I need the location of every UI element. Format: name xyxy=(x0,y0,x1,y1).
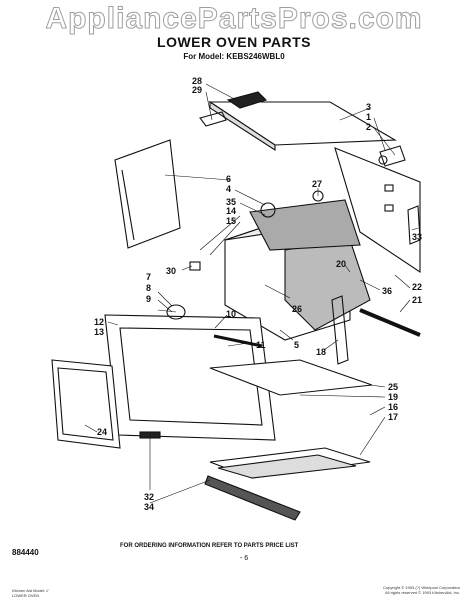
callout-26: 26 xyxy=(292,304,302,314)
model-subtitle: For Model: KEBS246WBL0 xyxy=(183,52,285,61)
copyright-line: Copyright © 1993 (?) Whirlpool Corporati… xyxy=(383,585,460,590)
callout-3: 3 xyxy=(366,102,371,112)
rear-panel xyxy=(334,147,421,274)
document-number: 884440 xyxy=(12,548,39,557)
page-title: LOWER OVEN PARTS xyxy=(157,34,311,50)
model-note-line: LOWER OVEN xyxy=(12,593,40,598)
callout-11: 11 xyxy=(256,340,266,350)
callout-35: 35 xyxy=(226,197,236,207)
callout-15: 15 xyxy=(226,216,236,226)
callout-13: 13 xyxy=(94,327,104,337)
ordering-footer: FOR ORDERING INFORMATION REFER TO PARTS … xyxy=(120,543,299,549)
page-number: - 6 xyxy=(240,555,249,562)
callout-25: 25 xyxy=(388,382,398,392)
callout-4: 4 xyxy=(226,184,231,194)
element-terminal xyxy=(260,202,276,218)
callout-34: 34 xyxy=(144,502,154,512)
callout-14: 14 xyxy=(226,206,236,216)
callout-22: 22 xyxy=(412,282,422,292)
door-glass xyxy=(51,359,121,449)
copyright-line: All rights reserved © 1993 KitchenAid, I… xyxy=(385,590,460,595)
callout-19: 19 xyxy=(388,392,398,402)
callout-30: 30 xyxy=(166,266,176,276)
kick-strip xyxy=(204,475,301,521)
bracket-part xyxy=(226,91,268,109)
callout-20: 20 xyxy=(336,259,346,269)
callout-36: 36 xyxy=(382,286,392,296)
callout-17: 17 xyxy=(388,412,398,422)
callout-33: 33 xyxy=(412,232,422,242)
callout-labels: 28 29 3 1 2 6 4 35 27 14 15 33 30 7 8 9 … xyxy=(94,76,422,512)
callout-24: 24 xyxy=(97,427,107,437)
callout-1: 1 xyxy=(366,112,371,122)
callout-10: 10 xyxy=(226,309,236,319)
callout-2: 2 xyxy=(366,122,371,132)
model-note-line: Kitchen Aid Model: // xyxy=(12,588,49,593)
callout-28: 28 xyxy=(192,76,202,86)
callout-21: 21 xyxy=(412,295,422,305)
copyright-note: Copyright © 1993 (?) Whirlpool Corporati… xyxy=(330,585,460,595)
callout-32: 32 xyxy=(144,492,154,502)
left-side-panel xyxy=(114,139,181,249)
callout-5: 5 xyxy=(294,340,299,350)
callout-16: 16 xyxy=(388,402,398,412)
model-note: Kitchen Aid Model: // LOWER OVEN xyxy=(12,588,48,598)
callout-12: 12 xyxy=(94,317,104,327)
gasket-ring xyxy=(166,304,186,320)
callout-7: 7 xyxy=(146,272,151,282)
callout-9: 9 xyxy=(146,294,151,304)
callout-29: 29 xyxy=(192,85,202,95)
watermark-text: AppliancePartsPros.com xyxy=(45,2,423,36)
callout-6: 6 xyxy=(226,174,231,184)
callout-8: 8 xyxy=(146,283,151,293)
callout-27: 27 xyxy=(312,179,322,189)
callout-18: 18 xyxy=(316,347,326,357)
